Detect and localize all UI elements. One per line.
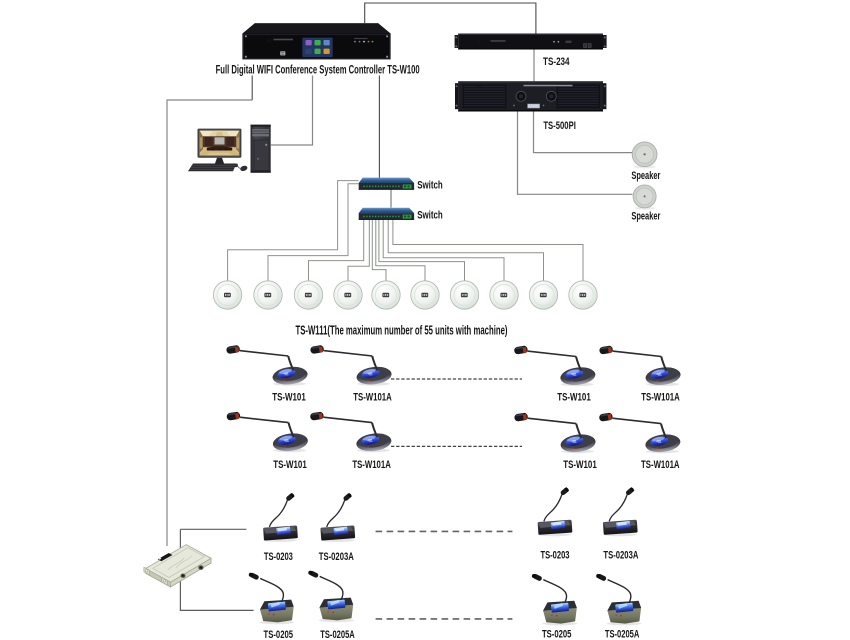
- svg-text:Speaker: Speaker: [631, 210, 660, 222]
- svg-text:itc: itc: [476, 84, 482, 89]
- svg-text:TS-W101A: TS-W101A: [641, 392, 680, 404]
- svg-text:TS-W101: TS-W101: [557, 392, 591, 404]
- svg-text:TS-W111(The maximum number of: TS-W111(The maximum number of 55 units w…: [296, 324, 508, 338]
- svg-text:TS-0205A: TS-0205A: [605, 629, 640, 640]
- svg-text:TS-W101A: TS-W101A: [641, 459, 680, 471]
- svg-text:TS-0203: TS-0203: [541, 549, 570, 561]
- svg-text:Switch: Switch: [417, 180, 443, 192]
- svg-text:TS-W101: TS-W101: [273, 459, 307, 471]
- svg-text:Speaker: Speaker: [631, 170, 660, 182]
- svg-text:TS-0205: TS-0205: [264, 629, 294, 640]
- svg-text:itc: itc: [478, 40, 484, 46]
- svg-text:TS-W101A: TS-W101A: [352, 459, 391, 471]
- svg-text:TS-0205: TS-0205: [542, 629, 572, 640]
- svg-text:TS-0203A: TS-0203A: [603, 549, 638, 561]
- svg-text:TS-0203: TS-0203: [264, 551, 293, 563]
- svg-text:Full Digital WIFI Conference S: Full Digital WIFI Conference System Cont…: [216, 63, 420, 76]
- svg-text:TS-500PI: TS-500PI: [543, 120, 576, 132]
- svg-text:TS-W101A: TS-W101A: [353, 392, 392, 404]
- svg-text:Switch: Switch: [417, 209, 443, 221]
- svg-text:TS-0205A: TS-0205A: [320, 629, 355, 640]
- svg-text:TS-W101: TS-W101: [563, 459, 597, 471]
- svg-text:TS-0203A: TS-0203A: [319, 551, 354, 563]
- svg-text:TS-W101: TS-W101: [272, 392, 306, 404]
- svg-text:TS-234: TS-234: [543, 56, 570, 68]
- svg-text:itc: itc: [267, 38, 273, 43]
